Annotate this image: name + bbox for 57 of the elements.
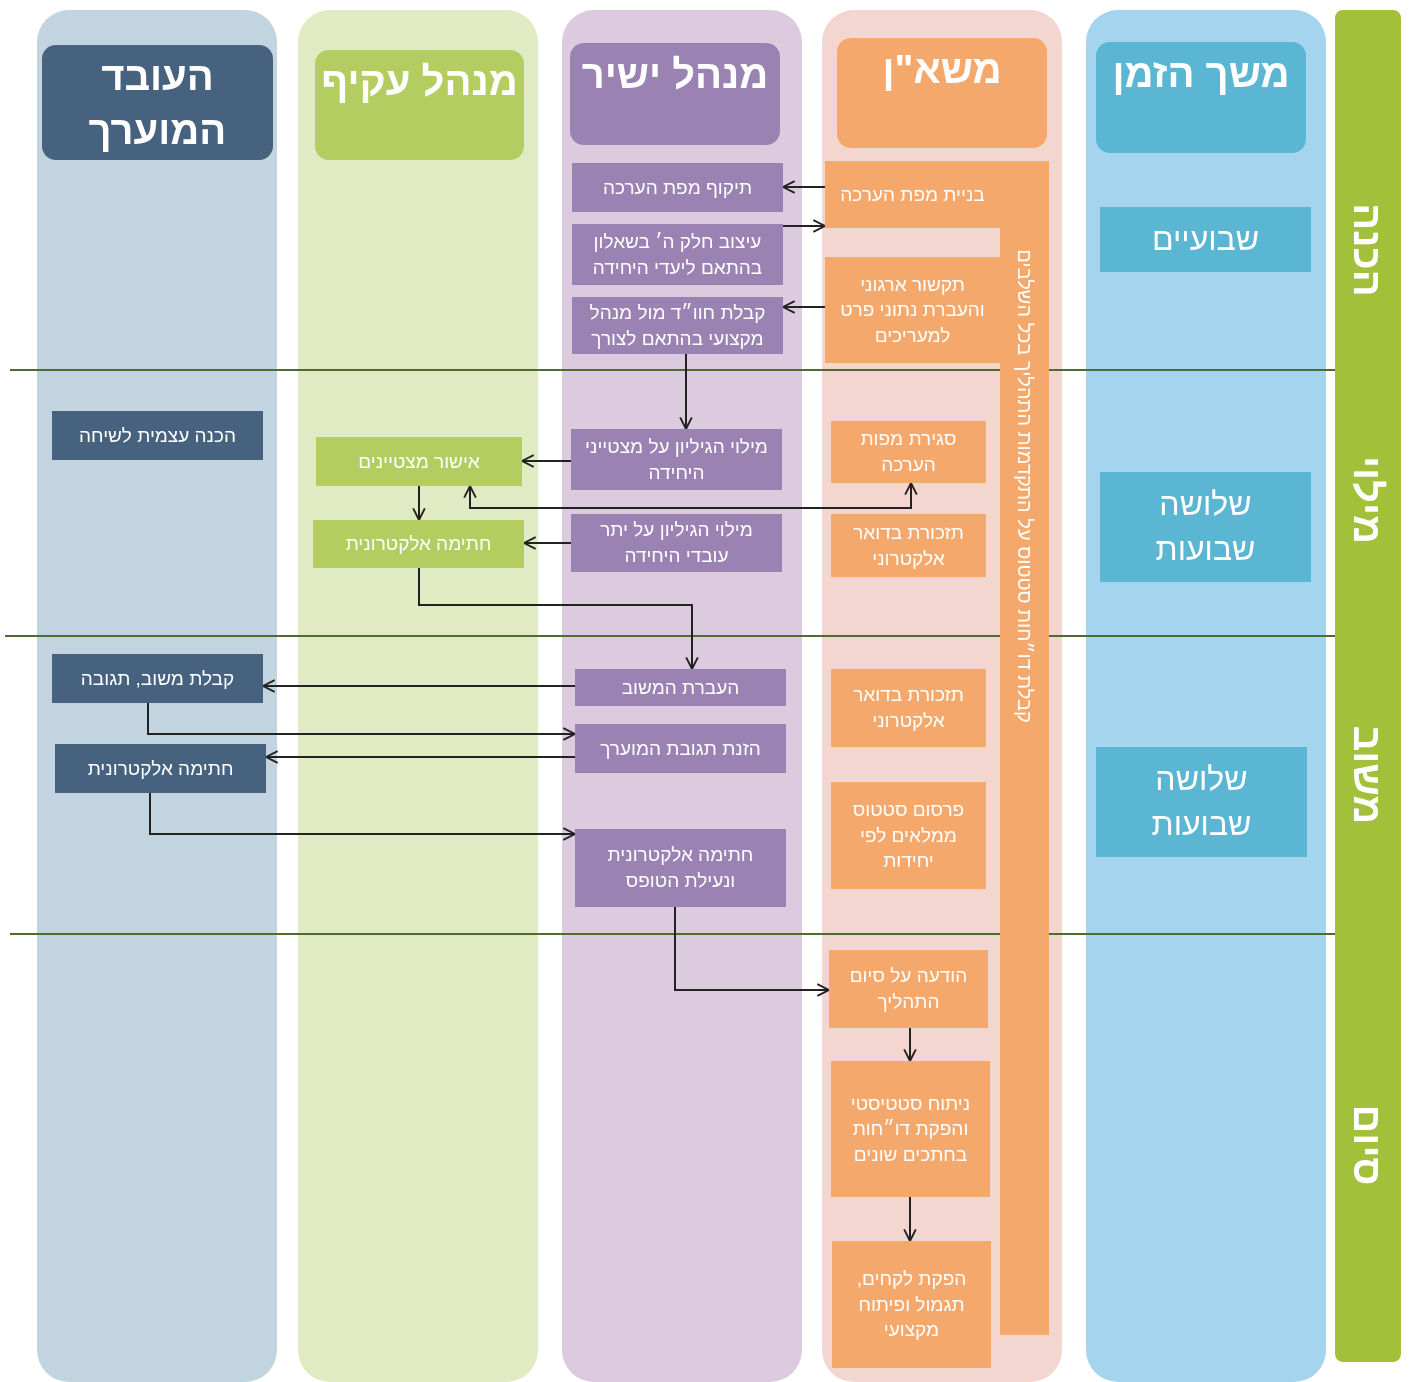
process-box: עיצוב חלק ה׳ בשאלון בהתאם ליעדי היחידה <box>572 224 783 285</box>
process-box: הודעה על סיום התהליך <box>829 950 988 1028</box>
arrow <box>679 353 693 430</box>
process-box: קבלת חוו״ד מול מנהל מקצועי בהתאם לצורך <box>572 297 783 354</box>
arrow <box>523 536 572 550</box>
process-box: מילוי הגיליון על מצטייני היחידה <box>571 429 782 490</box>
process-box: מילוי הגיליון על יתר עובדי היחידה <box>571 514 782 572</box>
process-box: תזכורת בדואר אלקטרוני <box>831 669 986 747</box>
process-box: תזכורת בדואר אלקטרוני <box>831 514 986 577</box>
phase-label: סיום <box>1345 1103 1391 1188</box>
duration-box: שלושה שבועות <box>1100 472 1311 582</box>
vertical-bar <box>1000 161 1049 1335</box>
duration-box: שלושה שבועות <box>1096 747 1307 857</box>
swimlane <box>1086 10 1326 1382</box>
swimlane <box>822 10 1062 1382</box>
lane-heading: משא"ן <box>837 38 1047 148</box>
process-box: הפקת לקחים, תגמול ופיתוח מקצועי <box>832 1241 991 1368</box>
process-box: קבלת משוב, תגובה <box>52 654 263 703</box>
bar-label: קבלת דו״חות סטטוס על התקדמות התהליך בכל השלבים <box>1012 248 1037 725</box>
arrow <box>903 1027 917 1062</box>
arrow <box>265 750 576 764</box>
process-box: תיקוף מפת הערכה <box>572 163 783 212</box>
arrow <box>149 792 576 841</box>
process-box: פרסום סטטוס ממלאים לפי יחידות <box>831 782 986 889</box>
process-box: בניית מפת הערכה <box>825 161 1000 228</box>
process-box: חתימה אלקטרונית ונעילת הטופס <box>575 829 786 907</box>
phase-label: משוב <box>1345 724 1391 827</box>
lane-heading: מנהל ישיר <box>570 43 780 145</box>
arrow <box>418 567 699 670</box>
process-box: חתימה אלקטרונית <box>313 520 524 568</box>
arrow <box>262 679 576 693</box>
arrow <box>782 219 826 233</box>
arrow <box>521 454 572 468</box>
arrow <box>782 180 826 194</box>
process-box: ניתוח סטטיסטי והפקת דו״חות בחתכים שונים <box>831 1061 990 1197</box>
arrow <box>412 485 426 521</box>
arrow <box>782 300 826 314</box>
arrow <box>903 1196 917 1242</box>
double-arrow <box>463 482 918 509</box>
arrow <box>674 906 830 997</box>
swimlane <box>37 10 277 1382</box>
process-box: הכנה עצמית לשיחה <box>52 411 263 460</box>
phase-label: מילוי <box>1345 454 1391 547</box>
arrow <box>147 702 576 741</box>
swimlane <box>562 10 802 1382</box>
swimlane <box>298 10 538 1382</box>
process-box: סגירת מפות הערכה <box>831 421 986 483</box>
lane-heading: משך הזמן <box>1096 42 1306 153</box>
process-box: תקשור ארגוני והעברת נתוני פרט למעריכים <box>825 257 1000 363</box>
process-box: הזנת תגובת המוערך <box>575 724 786 773</box>
lane-heading: מנהל עקיף <box>315 50 524 160</box>
duration-box: שבועיים <box>1100 207 1311 272</box>
lane-heading: העובד המוערך <box>42 45 273 160</box>
process-box: העברת המשוב <box>575 669 786 706</box>
process-box: אישור מצטיינים <box>316 437 522 486</box>
phase-label: הכנה <box>1345 202 1391 299</box>
process-box: חתימה אלקטרונית <box>55 744 266 793</box>
